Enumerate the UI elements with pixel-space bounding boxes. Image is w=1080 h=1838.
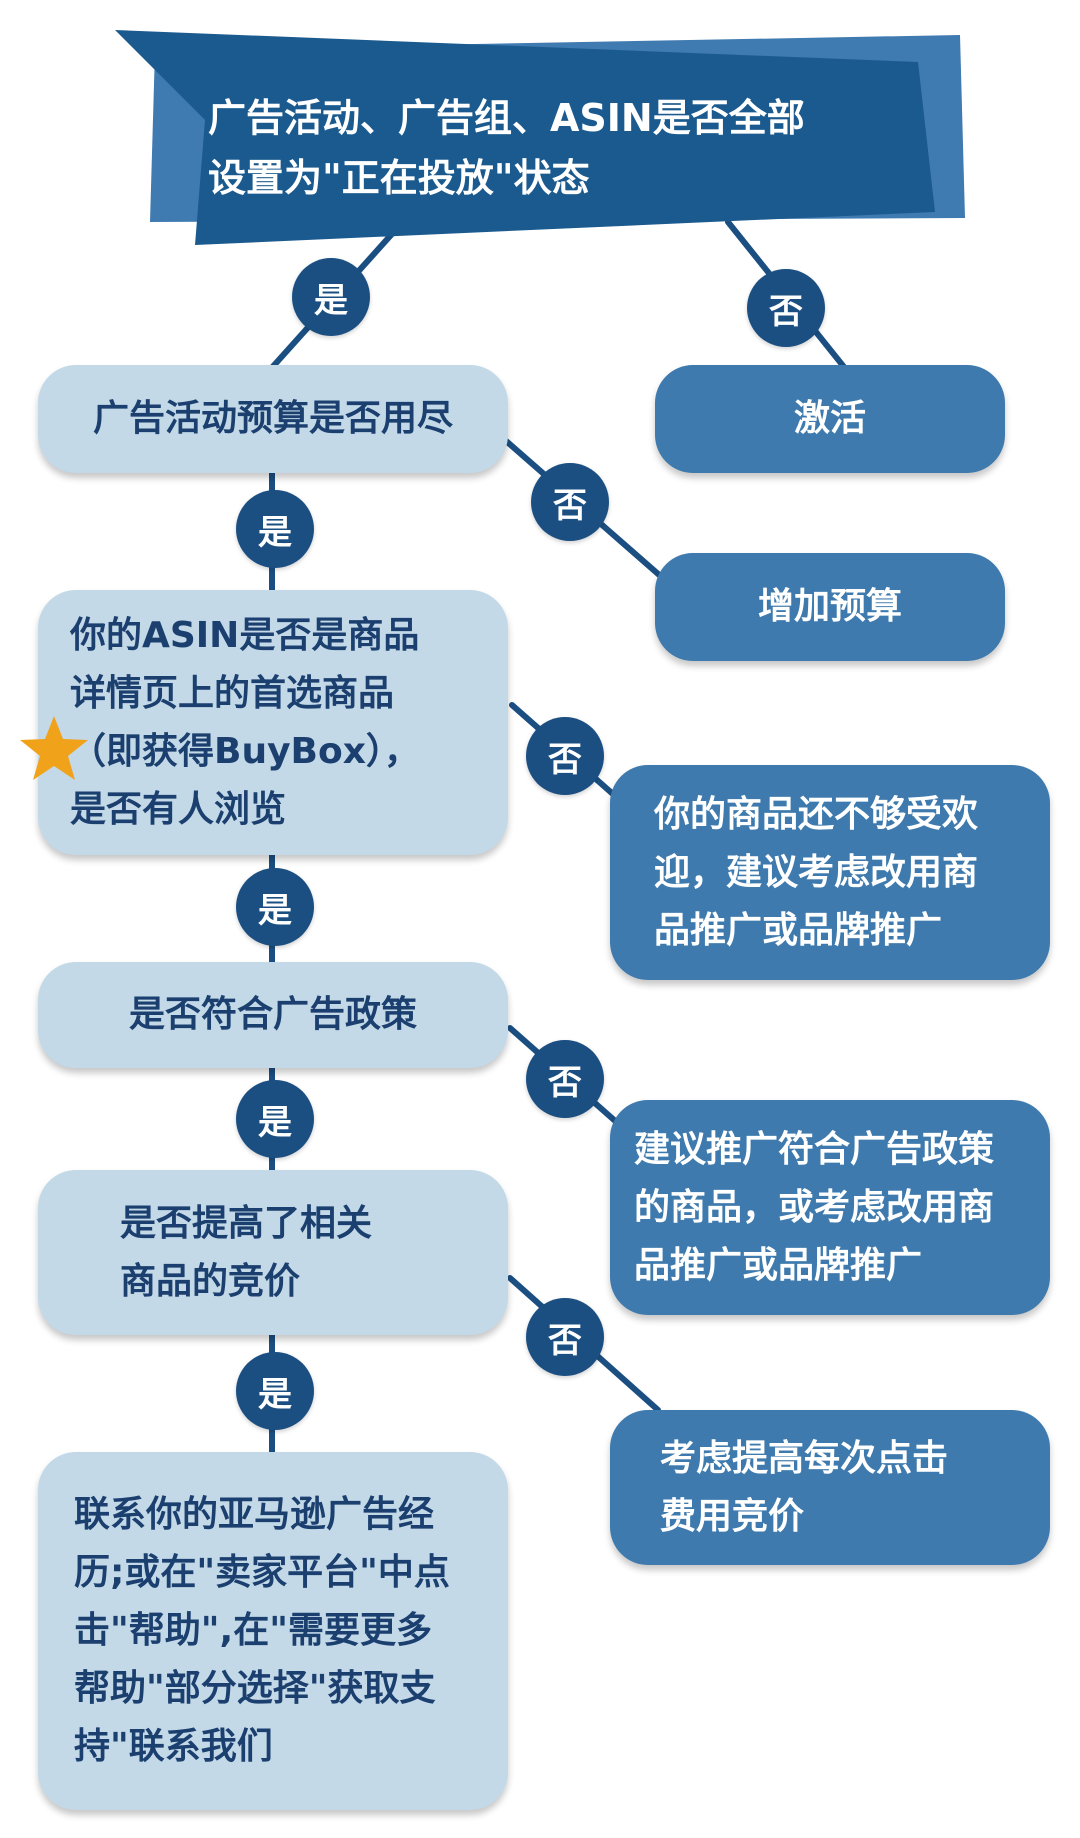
node-unpopular-tip-text: 你的商品还不够受欢 迎，建议考虑改用商 品推广或品牌推广 xyxy=(654,793,979,951)
node-contact-text: 联系你的亚马逊广告经 历;或在"卖家平台"中点 击"帮助",在"需要更多 帮助"… xyxy=(74,1494,450,1767)
badge-yes-bid: 是 xyxy=(236,1352,314,1430)
badge-no-buybox: 否 xyxy=(526,717,604,795)
badge-yes-header: 是 xyxy=(292,258,370,336)
node-policy-check-text: 是否符合广告政策 xyxy=(128,994,417,1035)
node-budget-check-text: 广告活动预算是否用尽 xyxy=(92,398,453,439)
badge-yes-budget: 是 xyxy=(236,490,314,568)
badge-yes-buybox: 是 xyxy=(236,868,314,946)
badge-no-policy: 否 xyxy=(526,1040,604,1118)
node-bid-check: 是否提高了相关 商品的竞价 xyxy=(38,1170,508,1335)
node-budget-check: 广告活动预算是否用尽 xyxy=(38,365,508,473)
node-buybox-check: 你的ASIN是否是商品 详情页上的首选商品 （即获得BuyBox）， 是否有人浏… xyxy=(38,590,508,855)
node-activate: 激活 xyxy=(655,365,1005,473)
star-icon xyxy=(20,716,88,780)
badge-no-header: 否 xyxy=(747,269,825,347)
node-increase-budget-text: 增加预算 xyxy=(757,586,902,627)
badge-no-budget: 否 xyxy=(531,463,609,541)
node-policy-check: 是否符合广告政策 xyxy=(38,962,508,1068)
node-cpc-tip-text: 考虑提高每次点击 费用竞价 xyxy=(660,1437,949,1537)
node-activate-text: 激活 xyxy=(793,398,866,439)
header-question: 广告活动、广告组、ASIN是否全部 设置为"正在投放"状态 xyxy=(208,96,805,200)
node-unpopular-tip: 你的商品还不够受欢 迎，建议考虑改用商 品推广或品牌推广 xyxy=(610,765,1050,980)
node-buybox-check-text: 你的ASIN是否是商品 详情页上的首选商品 （即获得BuyBox）， 是否有人浏… xyxy=(70,614,420,830)
header-banner xyxy=(115,30,965,245)
badge-no-bid: 否 xyxy=(526,1298,604,1376)
node-cpc-tip: 考虑提高每次点击 费用竞价 xyxy=(610,1410,1050,1565)
node-policy-tip: 建议推广符合广告政策 的商品，或考虑改用商 品推广或品牌推广 xyxy=(610,1100,1050,1315)
node-increase-budget: 增加预算 xyxy=(655,553,1005,661)
node-contact: 联系你的亚马逊广告经 历;或在"卖家平台"中点 击"帮助",在"需要更多 帮助"… xyxy=(38,1452,508,1810)
node-bid-check-text: 是否提高了相关 商品的竞价 xyxy=(120,1202,373,1302)
node-policy-tip-text: 建议推广符合广告政策 的商品，或考虑改用商 品推广或品牌推广 xyxy=(634,1128,995,1286)
header-banner-front xyxy=(115,30,935,245)
badge-yes-policy: 是 xyxy=(236,1080,314,1158)
